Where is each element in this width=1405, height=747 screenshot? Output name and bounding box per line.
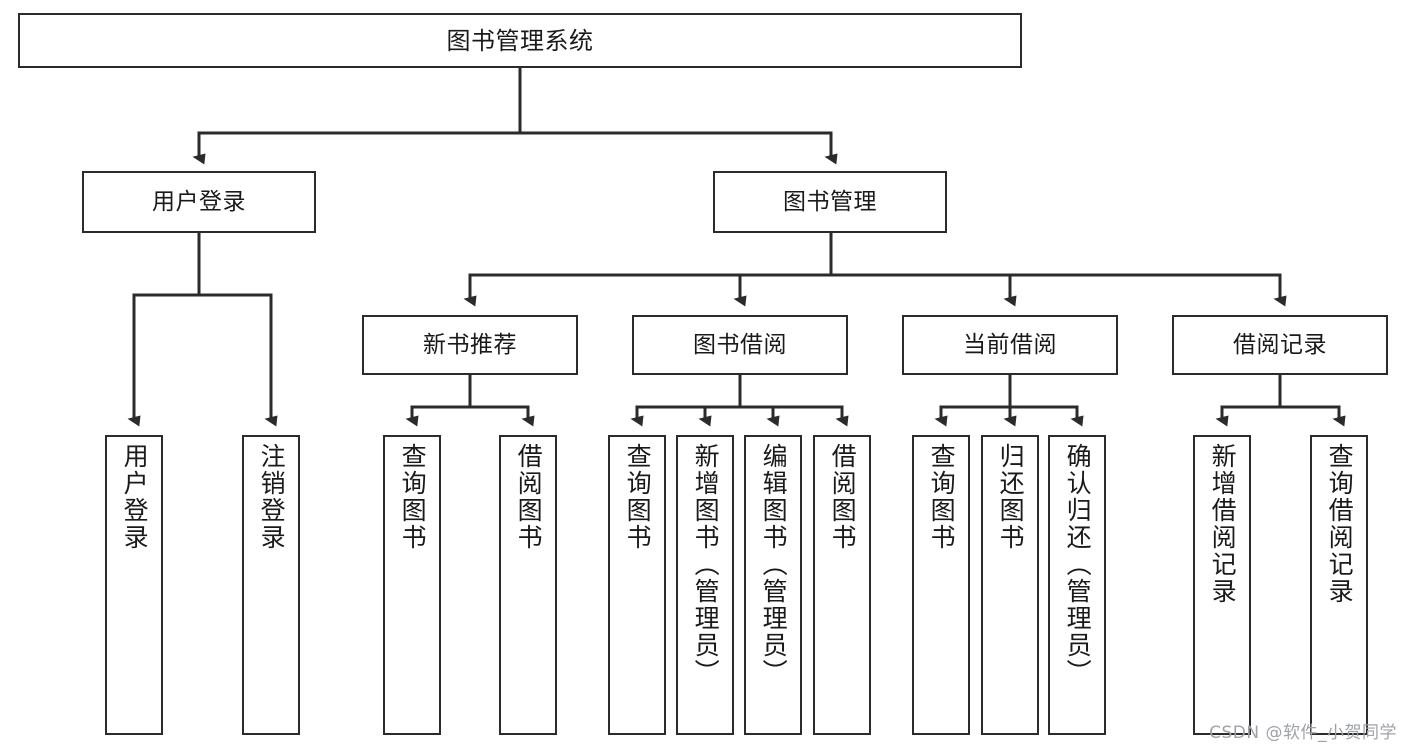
node-label: 查询图书 — [398, 443, 428, 551]
node-label: 借阅图书 — [828, 443, 858, 551]
leaf-add-borrow-record[interactable]: 新增借阅记录 — [1193, 435, 1251, 735]
node-label: 查询图书 — [927, 443, 957, 551]
node-label: 编辑图书（管理员） — [759, 443, 789, 686]
node-label: 新书推荐 — [423, 331, 517, 358]
node-book-borrow[interactable]: 图书借阅 — [632, 315, 848, 375]
node-user-login[interactable]: 用户登录 — [82, 171, 316, 233]
node-new-book-recommend[interactable]: 新书推荐 — [362, 315, 578, 375]
node-label: 查询图书 — [623, 443, 653, 551]
node-label: 确认归还（管理员） — [1063, 443, 1093, 686]
leaf-query-book-1[interactable]: 查询图书 — [383, 435, 441, 735]
node-label: 借阅记录 — [1233, 331, 1327, 358]
leaf-borrow-book-1[interactable]: 借阅图书 — [499, 435, 557, 735]
node-label: 用户登录 — [120, 443, 150, 551]
node-label: 图书管理 — [783, 188, 877, 215]
node-label: 图书管理系统 — [446, 26, 594, 55]
node-label: 注销登录 — [257, 443, 287, 551]
node-label: 图书借阅 — [693, 331, 787, 358]
node-label: 新增图书（管理员） — [691, 443, 721, 686]
node-label: 查询借阅记录 — [1325, 443, 1355, 605]
leaf-borrow-book-2[interactable]: 借阅图书 — [813, 435, 871, 735]
leaf-return-book[interactable]: 归还图书 — [981, 435, 1039, 735]
leaf-confirm-return[interactable]: 确认归还（管理员） — [1048, 435, 1106, 735]
node-root[interactable]: 图书管理系统 — [18, 13, 1022, 68]
node-label: 用户登录 — [152, 188, 246, 215]
leaf-edit-book[interactable]: 编辑图书（管理员） — [744, 435, 802, 735]
node-label: 借阅图书 — [514, 443, 544, 551]
node-book-manage[interactable]: 图书管理 — [713, 171, 947, 233]
node-label: 新增借阅记录 — [1208, 443, 1238, 605]
leaf-query-book-2[interactable]: 查询图书 — [608, 435, 666, 735]
node-borrow-record[interactable]: 借阅记录 — [1172, 315, 1388, 375]
leaf-logout[interactable]: 注销登录 — [242, 435, 300, 735]
node-label: 归还图书 — [996, 443, 1026, 551]
leaf-add-book[interactable]: 新增图书（管理员） — [676, 435, 734, 735]
leaf-query-book-3[interactable]: 查询图书 — [912, 435, 970, 735]
leaf-query-borrow-record[interactable]: 查询借阅记录 — [1310, 435, 1368, 735]
node-current-borrow[interactable]: 当前借阅 — [902, 315, 1118, 375]
node-label: 当前借阅 — [963, 331, 1057, 358]
leaf-user-login[interactable]: 用户登录 — [105, 435, 163, 735]
csdn-watermark: CSDN @软件_小贺同学 — [1209, 723, 1397, 743]
